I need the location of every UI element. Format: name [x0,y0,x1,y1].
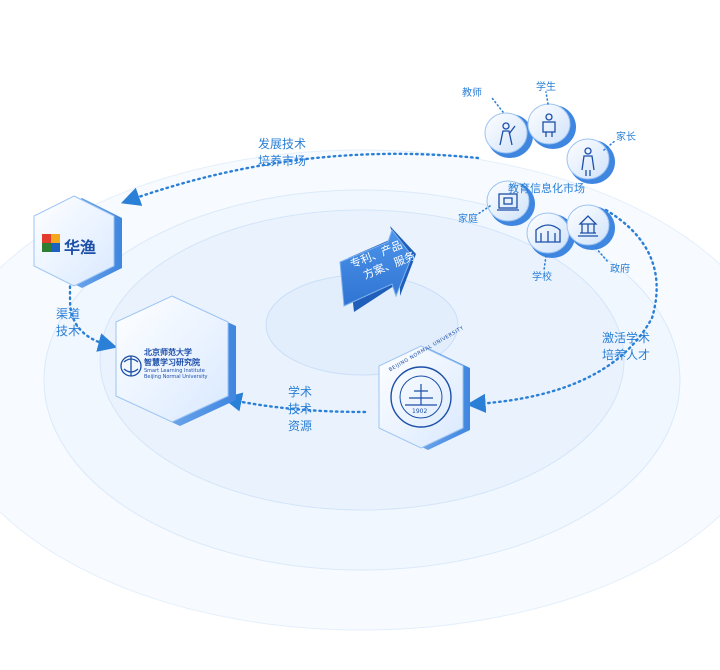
market-node-student-label: 学生 [536,82,556,93]
student-node [527,103,576,149]
school-icon [535,224,561,243]
center-arrow [339,226,416,312]
market-title: 教育信息化市场 [508,182,585,195]
label-activate-line2: 培养人才 [602,348,651,362]
family-node [486,180,535,226]
market-node-family-label: 家庭 [458,214,478,225]
label-activate-academic: 激活学术 培养人才 [602,330,650,364]
label-develop-tech-line2: 培养市场 [258,154,307,168]
arrow-huayu-to-institute [68,268,118,352]
arrow-market-to-bnu [466,208,658,413]
label-develop-tech: 发展技术 培养市场 [258,136,306,170]
huayu-hexagon [33,195,122,288]
market-leader-lines [477,91,617,271]
family-icon [497,193,519,211]
parent-icon [581,147,595,176]
bnu-hexagon [378,345,470,450]
label-develop-tech-line1: 发展技术 [258,137,307,151]
institute-name-en: Smart Learning Institute [144,368,205,374]
bnu-year: 1902 [412,408,428,415]
arrow-bnu-to-institute [222,392,367,414]
school-node [526,212,575,258]
institute-name-cn: 北京师范大学 [144,348,192,357]
label-channel-tech-line1: 渠道 [56,307,81,321]
label-channel-tech-line2: 技术 [56,324,81,338]
label-channel-tech: 渠道 技术 [56,306,80,340]
label-academic-line1: 学术 [288,385,313,399]
bnu-seal-icon [390,366,452,428]
flow-arrows [68,152,658,414]
parent-node [566,138,615,184]
teacher-node [484,112,533,158]
label-academic-line2: 技术 [288,402,313,416]
market-cluster [477,91,617,271]
government-node [566,204,615,250]
market-node-government-label: 政府 [610,264,630,275]
label-academic-resources: 学术 技术 资源 [288,384,312,435]
teacher-icon [499,122,516,146]
institute-name-en2: Beijing Normal University [144,374,208,380]
market-node-school-label: 学校 [532,272,552,283]
label-activate-line1: 激活学术 [602,331,651,345]
institute-name-cn2: 智慧学习研究院 [144,358,200,367]
market-node-teacher-label: 教师 [462,88,482,99]
background-rings [0,149,720,631]
student-icon [542,113,556,137]
label-academic-line3: 资源 [288,419,313,433]
government-icon [578,215,598,237]
huayu-logo-icon [42,234,60,252]
brain-icon [120,355,142,377]
huayu-name: 华渔 [64,238,97,257]
institute-hexagon [115,295,236,426]
arrow-market-to-huayu [120,152,480,206]
market-node-parent-label: 家长 [616,132,636,143]
institute-name: 北京师范大学 智慧学习研究院 Smart Learning Institute … [144,348,208,380]
